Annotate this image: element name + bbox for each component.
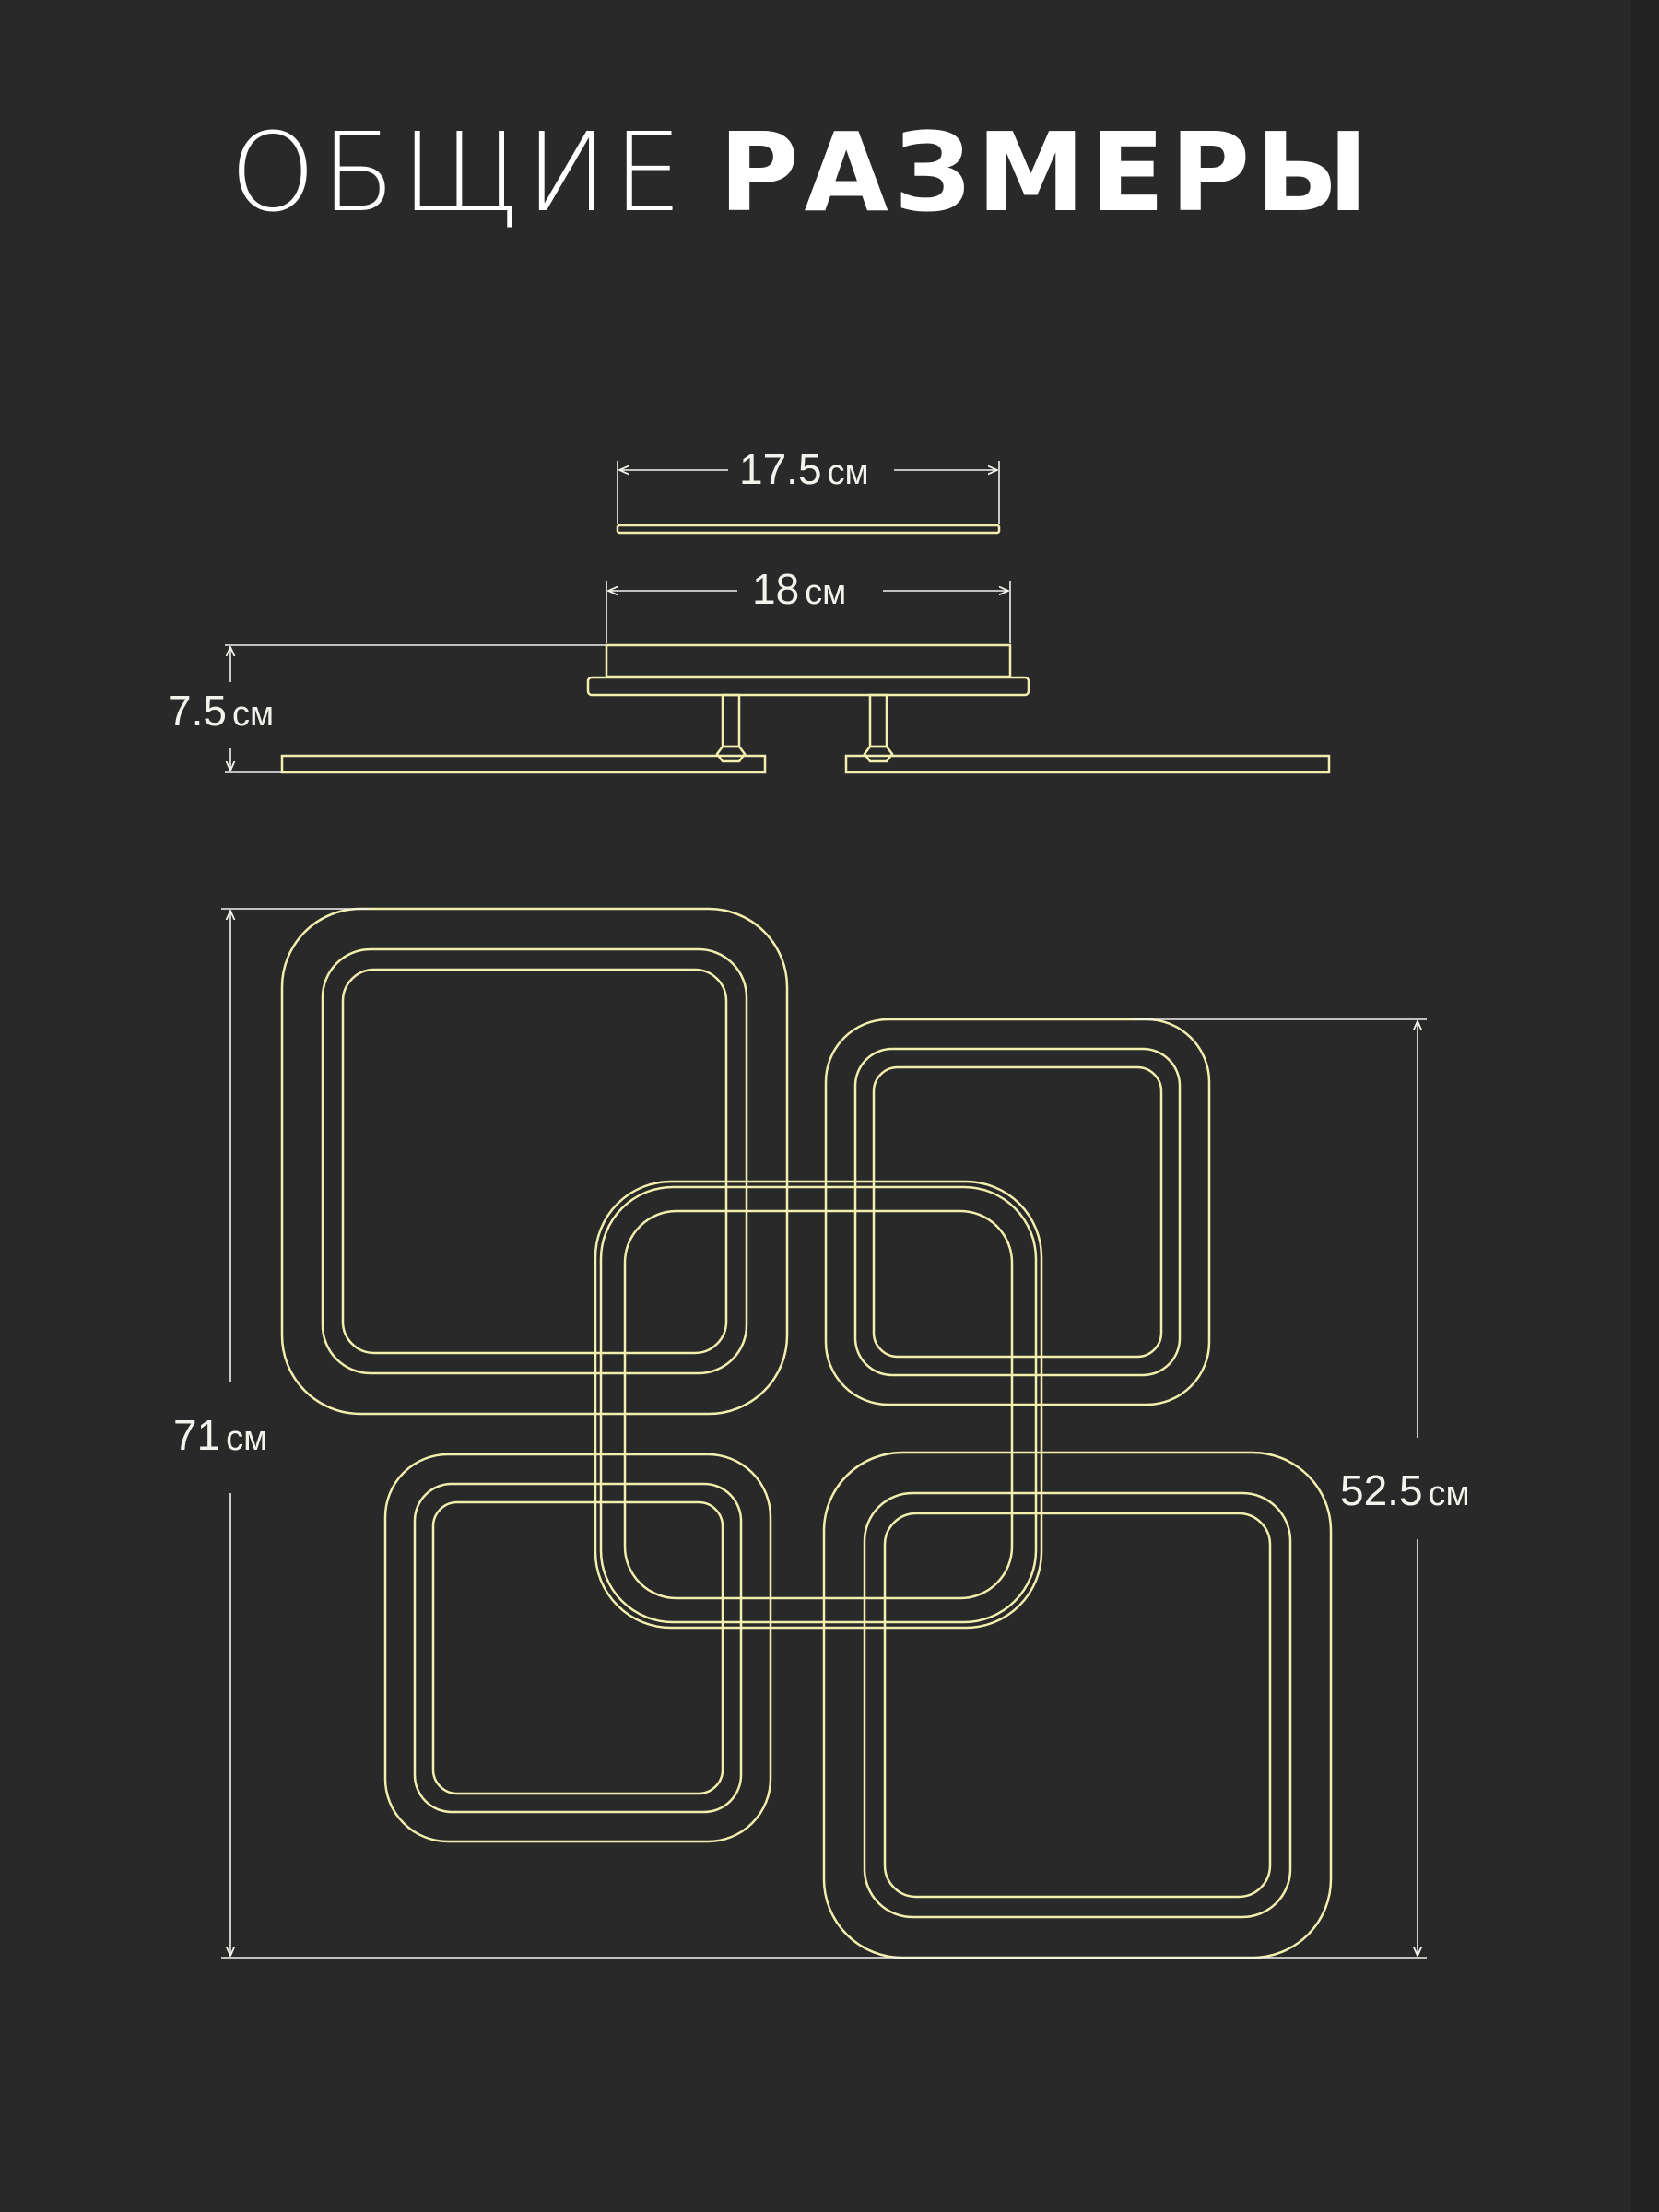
central-ring: [594, 1180, 1043, 1630]
left-stem: [721, 693, 741, 748]
right-stem: [868, 693, 888, 748]
right-stem-nut: [863, 745, 894, 763]
canopy-block: [605, 643, 1012, 678]
top-view: [280, 907, 1333, 1959]
top-view-dimensions: [221, 908, 1427, 1959]
side-view-dimensions: [225, 461, 1011, 773]
square-top-left: [280, 907, 789, 1416]
canopy-top-plate: [616, 524, 1001, 535]
title-bold-part: РАЗМЕРЫ: [719, 109, 1374, 236]
right-edge-shadow: [1631, 0, 1659, 2212]
left-stem-nut: [715, 745, 747, 763]
title-light-part: ОБЩИЕ: [229, 109, 688, 236]
left-arm: [280, 754, 767, 774]
square-bottom-left: [383, 1453, 772, 1843]
right-arm: [844, 754, 1331, 774]
side-view: [280, 524, 1331, 774]
square-bottom-right: [822, 1451, 1333, 1959]
mounting-plate: [586, 676, 1030, 697]
